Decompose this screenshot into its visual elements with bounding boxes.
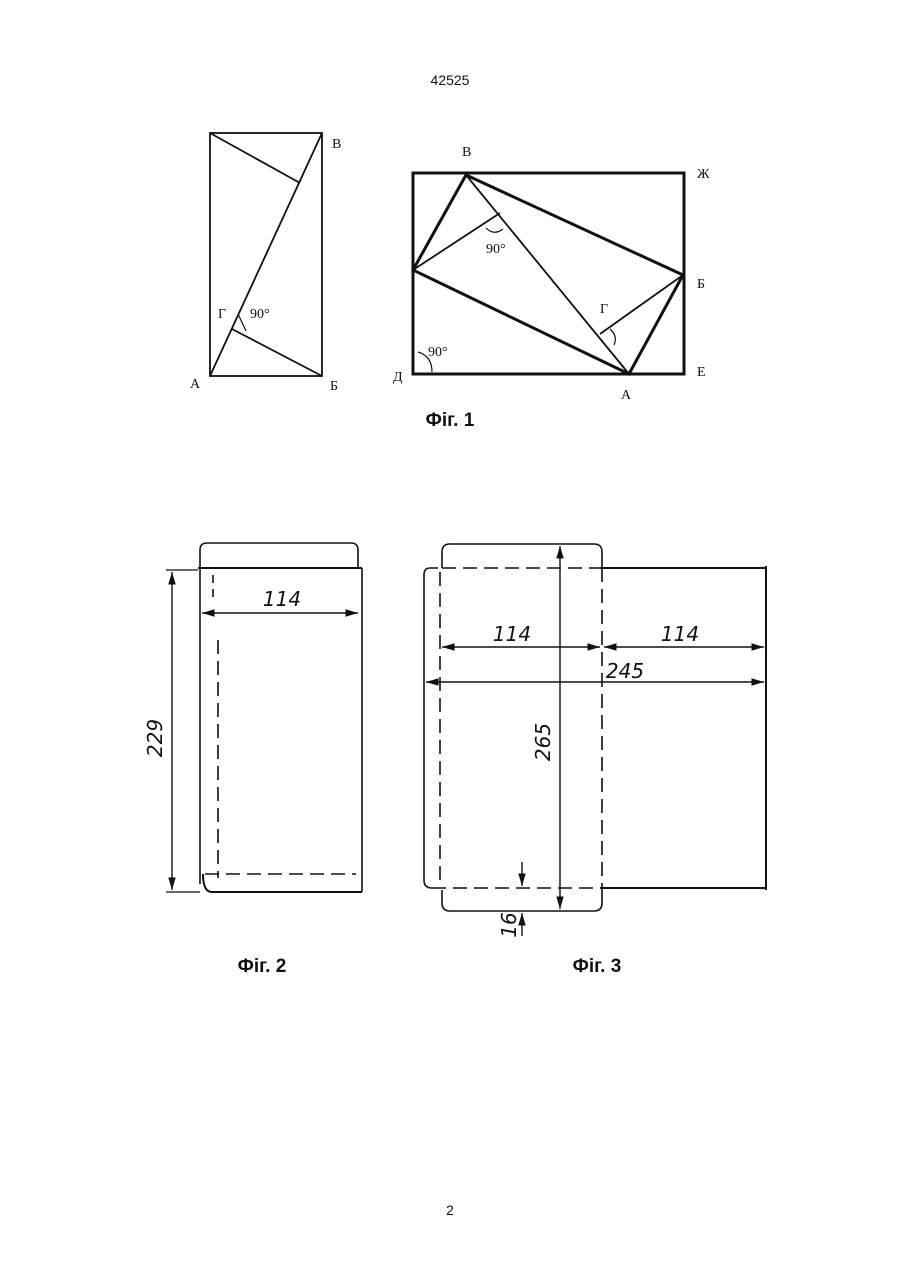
fig1-caption: Фіг. 1 xyxy=(426,410,475,431)
fig1-left-perpendicular-bottom xyxy=(232,329,322,376)
fig1-left-label-A: А xyxy=(190,377,201,392)
page-number: 2 xyxy=(0,1202,900,1218)
fig3-caption: Фіг. 3 xyxy=(573,956,622,977)
fig1-right-outer-rectangle xyxy=(413,173,684,374)
fig1-right-perpendicular-bottom xyxy=(600,275,683,334)
fig3-width-left-label: 114 xyxy=(493,622,531,646)
fig1-right-diagram xyxy=(413,173,684,374)
fig2-top-flap xyxy=(200,543,358,568)
fig1-right-label-D: Д xyxy=(393,370,403,385)
fig1-right-label-B: Б xyxy=(697,277,705,292)
fig3-width-right-label: 114 xyxy=(661,622,699,646)
fig1-left-label-B: Б xyxy=(330,379,338,394)
fig1-left-angle-label: 90° xyxy=(250,307,270,322)
fig1-right-label-G: Г xyxy=(600,302,608,317)
fig3-total-width-label: 245 xyxy=(606,659,644,683)
fig1-right-label-E: Е xyxy=(697,365,706,380)
fig1-left-label-V: В xyxy=(332,137,341,152)
fig1-right-angle-mark-bottom xyxy=(610,329,615,345)
fig1-right-angle-corner-label: 90° xyxy=(428,345,448,360)
fig2-caption: Фіг. 2 xyxy=(238,956,287,977)
fig1-right-angle-top-label: 90° xyxy=(486,242,506,257)
fig2-width-label: 114 xyxy=(263,587,301,611)
fig1-left-diagonal xyxy=(210,133,322,376)
fig3-height-label: 265 xyxy=(531,723,555,761)
fig1-left-perpendicular-top xyxy=(210,133,300,183)
fig1-right-label-Zh: Ж xyxy=(697,167,710,182)
fig3-envelope-blank xyxy=(424,544,766,936)
fig3-left-flap xyxy=(424,568,438,888)
fig3-flap-label: 16 xyxy=(497,912,521,937)
fig1-right-diagonal xyxy=(466,175,629,374)
fig1-left-label-G: Г xyxy=(218,307,226,322)
fig3-bottom-flap xyxy=(442,887,602,911)
fig1-right-angle-mark-top xyxy=(486,228,503,232)
fig1-left-angle-mark xyxy=(238,314,246,331)
fig1-right-label-A: А xyxy=(621,388,632,403)
fig1-left-diagram xyxy=(210,133,322,376)
fig3-top-flap xyxy=(442,544,602,568)
fig1-right-label-V: В xyxy=(462,145,471,160)
fig2-height-label: 229 xyxy=(143,719,167,757)
fig2-bottom-edge xyxy=(203,874,362,892)
